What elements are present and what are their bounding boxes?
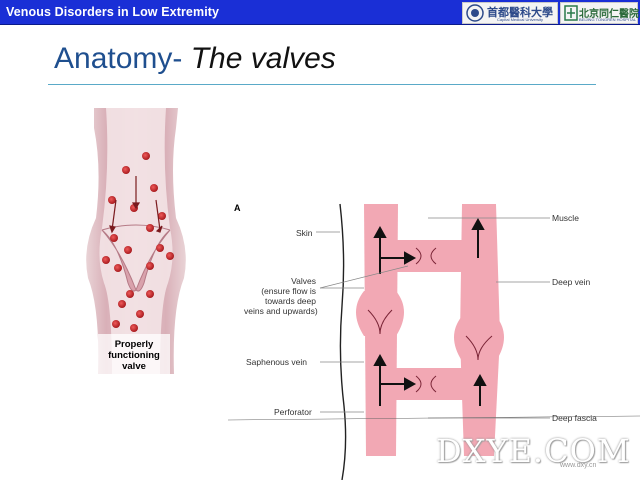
title-divider (48, 84, 596, 85)
panel-letter: A (234, 203, 241, 213)
slide-title: Anatomy- The valves (54, 42, 336, 76)
valve-caption: Properly functioning valve (98, 339, 170, 372)
label-perforator: Perforator (274, 407, 312, 417)
label-saphenous-vein: Saphenous vein (246, 357, 307, 367)
header-bar: Venous Disorders in Low Extremity 首都醫科大學… (0, 0, 640, 25)
valve-caption-line: Properly (114, 339, 154, 350)
label-skin: Skin (296, 228, 313, 238)
slide-title-italic: The valves (182, 42, 336, 75)
watermark: DXYE.COM (436, 432, 631, 470)
hospital-logo: 北京同仁醫院 BEIJING TONGREN HOSPITAL (560, 2, 639, 24)
university-logo-text: 首都醫科大學 (487, 7, 553, 19)
valve-caption-line: functioning (108, 350, 160, 361)
label-valves-line: (ensure flow is (261, 286, 316, 296)
label-valves-line: towards deep (264, 296, 316, 306)
valve-illustration (72, 108, 200, 374)
hospital-logo-subtext: BEIJING TONGREN HOSPITAL (579, 17, 637, 22)
label-muscle: Muscle (552, 213, 579, 223)
label-valves-line: Valves (291, 276, 316, 286)
slide-title-plain: Anatomy- (54, 42, 183, 75)
watermark-subtext: www.dxy.cn (560, 462, 597, 469)
university-logo: 首都醫科大學 Capital Medical University (462, 2, 558, 24)
valve-caption-line: valve (122, 361, 146, 372)
university-emblem-icon (466, 4, 484, 22)
university-logo-subtext: Capital Medical University (497, 17, 544, 22)
label-valves-line: veins and upwards) (244, 306, 318, 316)
hospital-emblem-icon (564, 5, 578, 21)
label-deep-vein: Deep vein (552, 277, 591, 287)
hospital-logo-text: 北京同仁醫院 (579, 9, 639, 20)
header-title: Venous Disorders in Low Extremity (6, 5, 220, 19)
label-valves: Valves (ensure flow is towards deep vein… (244, 276, 318, 316)
vein-diagram (228, 196, 640, 480)
label-deep-fascia: Deep fascia (552, 413, 597, 423)
